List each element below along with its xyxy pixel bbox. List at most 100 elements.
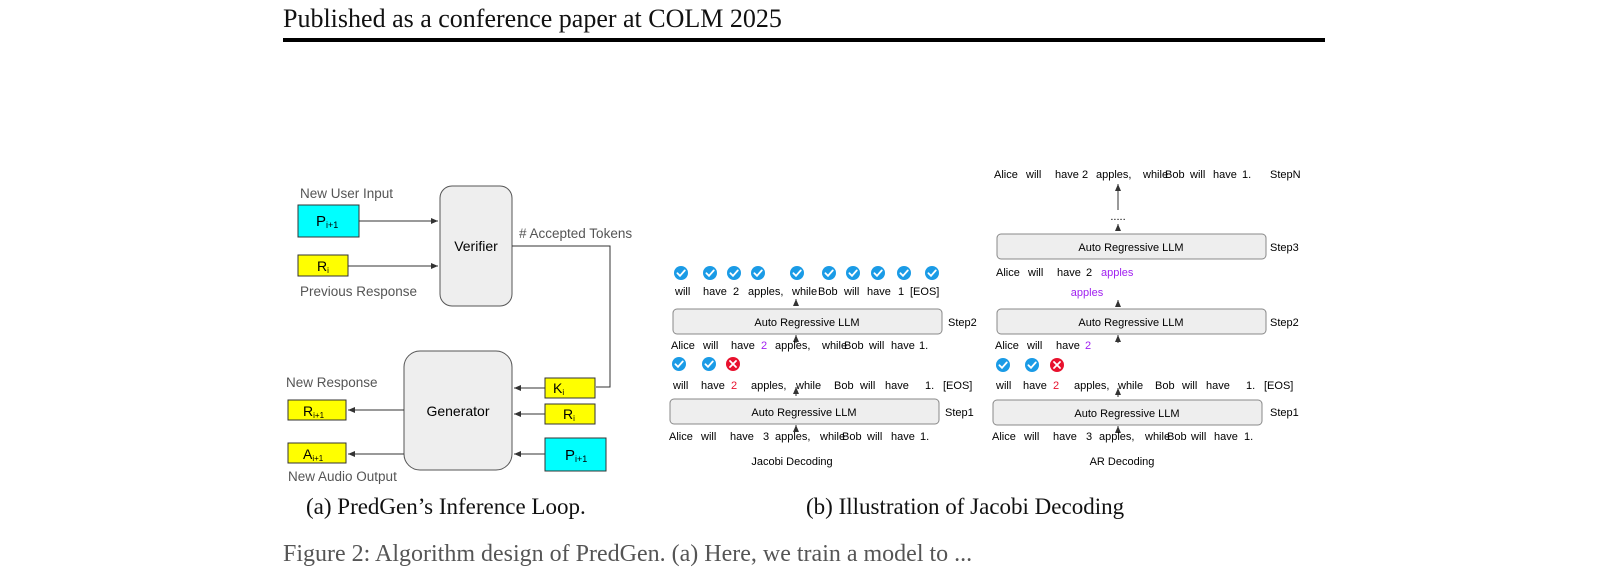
a-next-box (287, 442, 347, 464)
jacobi-step1-out-token: have (885, 380, 909, 392)
ar-step3-in-token: apples (1101, 267, 1134, 279)
ar-final-token: Bob (1165, 169, 1185, 181)
jacobi-input-token: will (700, 431, 716, 443)
ar-step2-in-token: will (1026, 340, 1042, 352)
jacobi-step1-out-token: while (795, 380, 821, 392)
p-next-box (297, 204, 360, 238)
ar-title: AR Decoding (1090, 456, 1155, 468)
ar-step3-in-token: have (1057, 267, 1081, 279)
jacobi-step2-out-token: 1 (898, 286, 904, 298)
jacobi-llm-step2-label: Auto Regressive LLM (754, 317, 859, 329)
jacobi-step2-out-token: have (867, 286, 891, 298)
panel-ar: Auto Regressive LLM Step1 Auto Regressiv… (992, 169, 1301, 468)
check-icon (925, 266, 939, 280)
jacobi-step2-out-token: apples, (748, 286, 783, 298)
jacobi-llm-step2 (672, 308, 943, 335)
ar-step3-in-token: Alice (996, 267, 1020, 279)
ar-step1-out-token: [EOS] (1264, 380, 1293, 392)
accepted-tokens-path (512, 245, 611, 388)
jacobi-step1-out-token: apples, (751, 380, 786, 392)
ar-step1-out-token: 1. (1246, 380, 1255, 392)
ar-stepn-label: StepN (1270, 169, 1301, 181)
verifier-label: Verifier (454, 238, 498, 254)
jacobi-input-token: have (730, 431, 754, 443)
jacobi-step1-label: Step1 (945, 407, 974, 419)
ar-step1-out-token: will (1181, 380, 1197, 392)
ar-final-token: apples, (1096, 169, 1131, 181)
jacobi-step2-out-token: while (791, 286, 817, 298)
jacobi-title: Jacobi Decoding (751, 456, 832, 468)
ar-final-token: have (1213, 169, 1237, 181)
check-icon (727, 266, 741, 280)
ar-step3-in-token: will (1027, 267, 1043, 279)
jacobi-input-token: Bob (842, 431, 862, 443)
jacobi-step2-in-token: 1. (919, 340, 928, 352)
check-icon (1025, 358, 1039, 372)
check-icon (846, 266, 860, 280)
ar-input-token: Alice (992, 431, 1016, 443)
r-next-box (287, 399, 347, 421)
ar-step2-in-token: 2 (1085, 340, 1091, 352)
r-prev-box-label: Ri (317, 258, 329, 275)
cross-icon (726, 357, 740, 371)
previous-response-label: Previous Response (300, 284, 417, 299)
jacobi-step2-in-token: will (702, 340, 718, 352)
ar-step1-out-token: will (995, 380, 1011, 392)
jacobi-step2-label: Step2 (948, 317, 977, 329)
check-icon (871, 266, 885, 280)
jacobi-step2-in-token: Alice (671, 340, 695, 352)
jacobi-input-token: apples, (775, 431, 810, 443)
jacobi-step1-out-token: [EOS] (943, 380, 972, 392)
ar-input-token: have (1053, 431, 1077, 443)
check-icon (897, 266, 911, 280)
jacobi-llm-step1-label: Auto Regressive LLM (751, 407, 856, 419)
new-response-label: New Response (286, 375, 378, 390)
check-icon (996, 358, 1010, 372)
a-next-box-label: Ai+1 (303, 446, 324, 463)
ar-ellipsis: ..... (1110, 211, 1125, 223)
running-header: Published as a conference paper at COLM … (283, 4, 782, 33)
generator-label: Generator (426, 403, 489, 419)
jacobi-step1-out-token: will (672, 380, 688, 392)
ar-step1-label: Step1 (1270, 407, 1299, 419)
check-icon (822, 266, 836, 280)
ar-final-token: 2 (1082, 169, 1088, 181)
p-next-box-2 (544, 437, 607, 472)
ar-input-token: will (1190, 431, 1206, 443)
ar-step1-out-token: 2 (1053, 380, 1059, 392)
ar-step3-label: Step3 (1270, 242, 1299, 254)
ar-llm-step2-label: Auto Regressive LLM (1078, 317, 1183, 329)
check-icon (751, 266, 765, 280)
ar-llm-step3-label: Auto Regressive LLM (1078, 242, 1183, 254)
jacobi-step2-out-token: Bob (818, 286, 838, 298)
ar-final-token: while (1142, 169, 1168, 181)
jacobi-input-token: 1. (920, 431, 929, 443)
caption-b: (b) Illustration of Jacobi Decoding (806, 494, 1125, 519)
k-box-label: Ki (553, 380, 564, 397)
ar-final-token: 1. (1242, 169, 1251, 181)
ar-input-token: 1. (1244, 431, 1253, 443)
r-current-box-label: Ri (563, 406, 575, 423)
panel-a: New User Input Pi+1 Ri Previous Response… (286, 185, 632, 484)
ar-step1-out-token: while (1117, 380, 1143, 392)
figure-2: New User Input Pi+1 Ri Previous Response… (286, 169, 1301, 484)
jacobi-step2-in-token: Bob (844, 340, 864, 352)
jacobi-input-token: have (891, 431, 915, 443)
jacobi-llm-step1 (669, 398, 940, 425)
ar-step1-out-token: have (1023, 380, 1047, 392)
jacobi-input-token: will (866, 431, 882, 443)
cross-icon (1050, 358, 1064, 372)
new-audio-output-label: New Audio Output (288, 469, 397, 484)
ar-input-token: 3 (1086, 431, 1092, 443)
ar-input-token: have (1214, 431, 1238, 443)
jacobi-step2-in-token: have (731, 340, 755, 352)
jacobi-step2-out-token: 2 (733, 286, 739, 298)
jacobi-step1-out-token: Bob (834, 380, 854, 392)
jacobi-step2-out-token: will (843, 286, 859, 298)
jacobi-step2-in-token: 2 (761, 340, 767, 352)
caption-a: (a) PredGen’s Inference Loop. (306, 494, 586, 519)
check-icon (672, 357, 686, 371)
ar-step2-in-token: Alice (995, 340, 1019, 352)
